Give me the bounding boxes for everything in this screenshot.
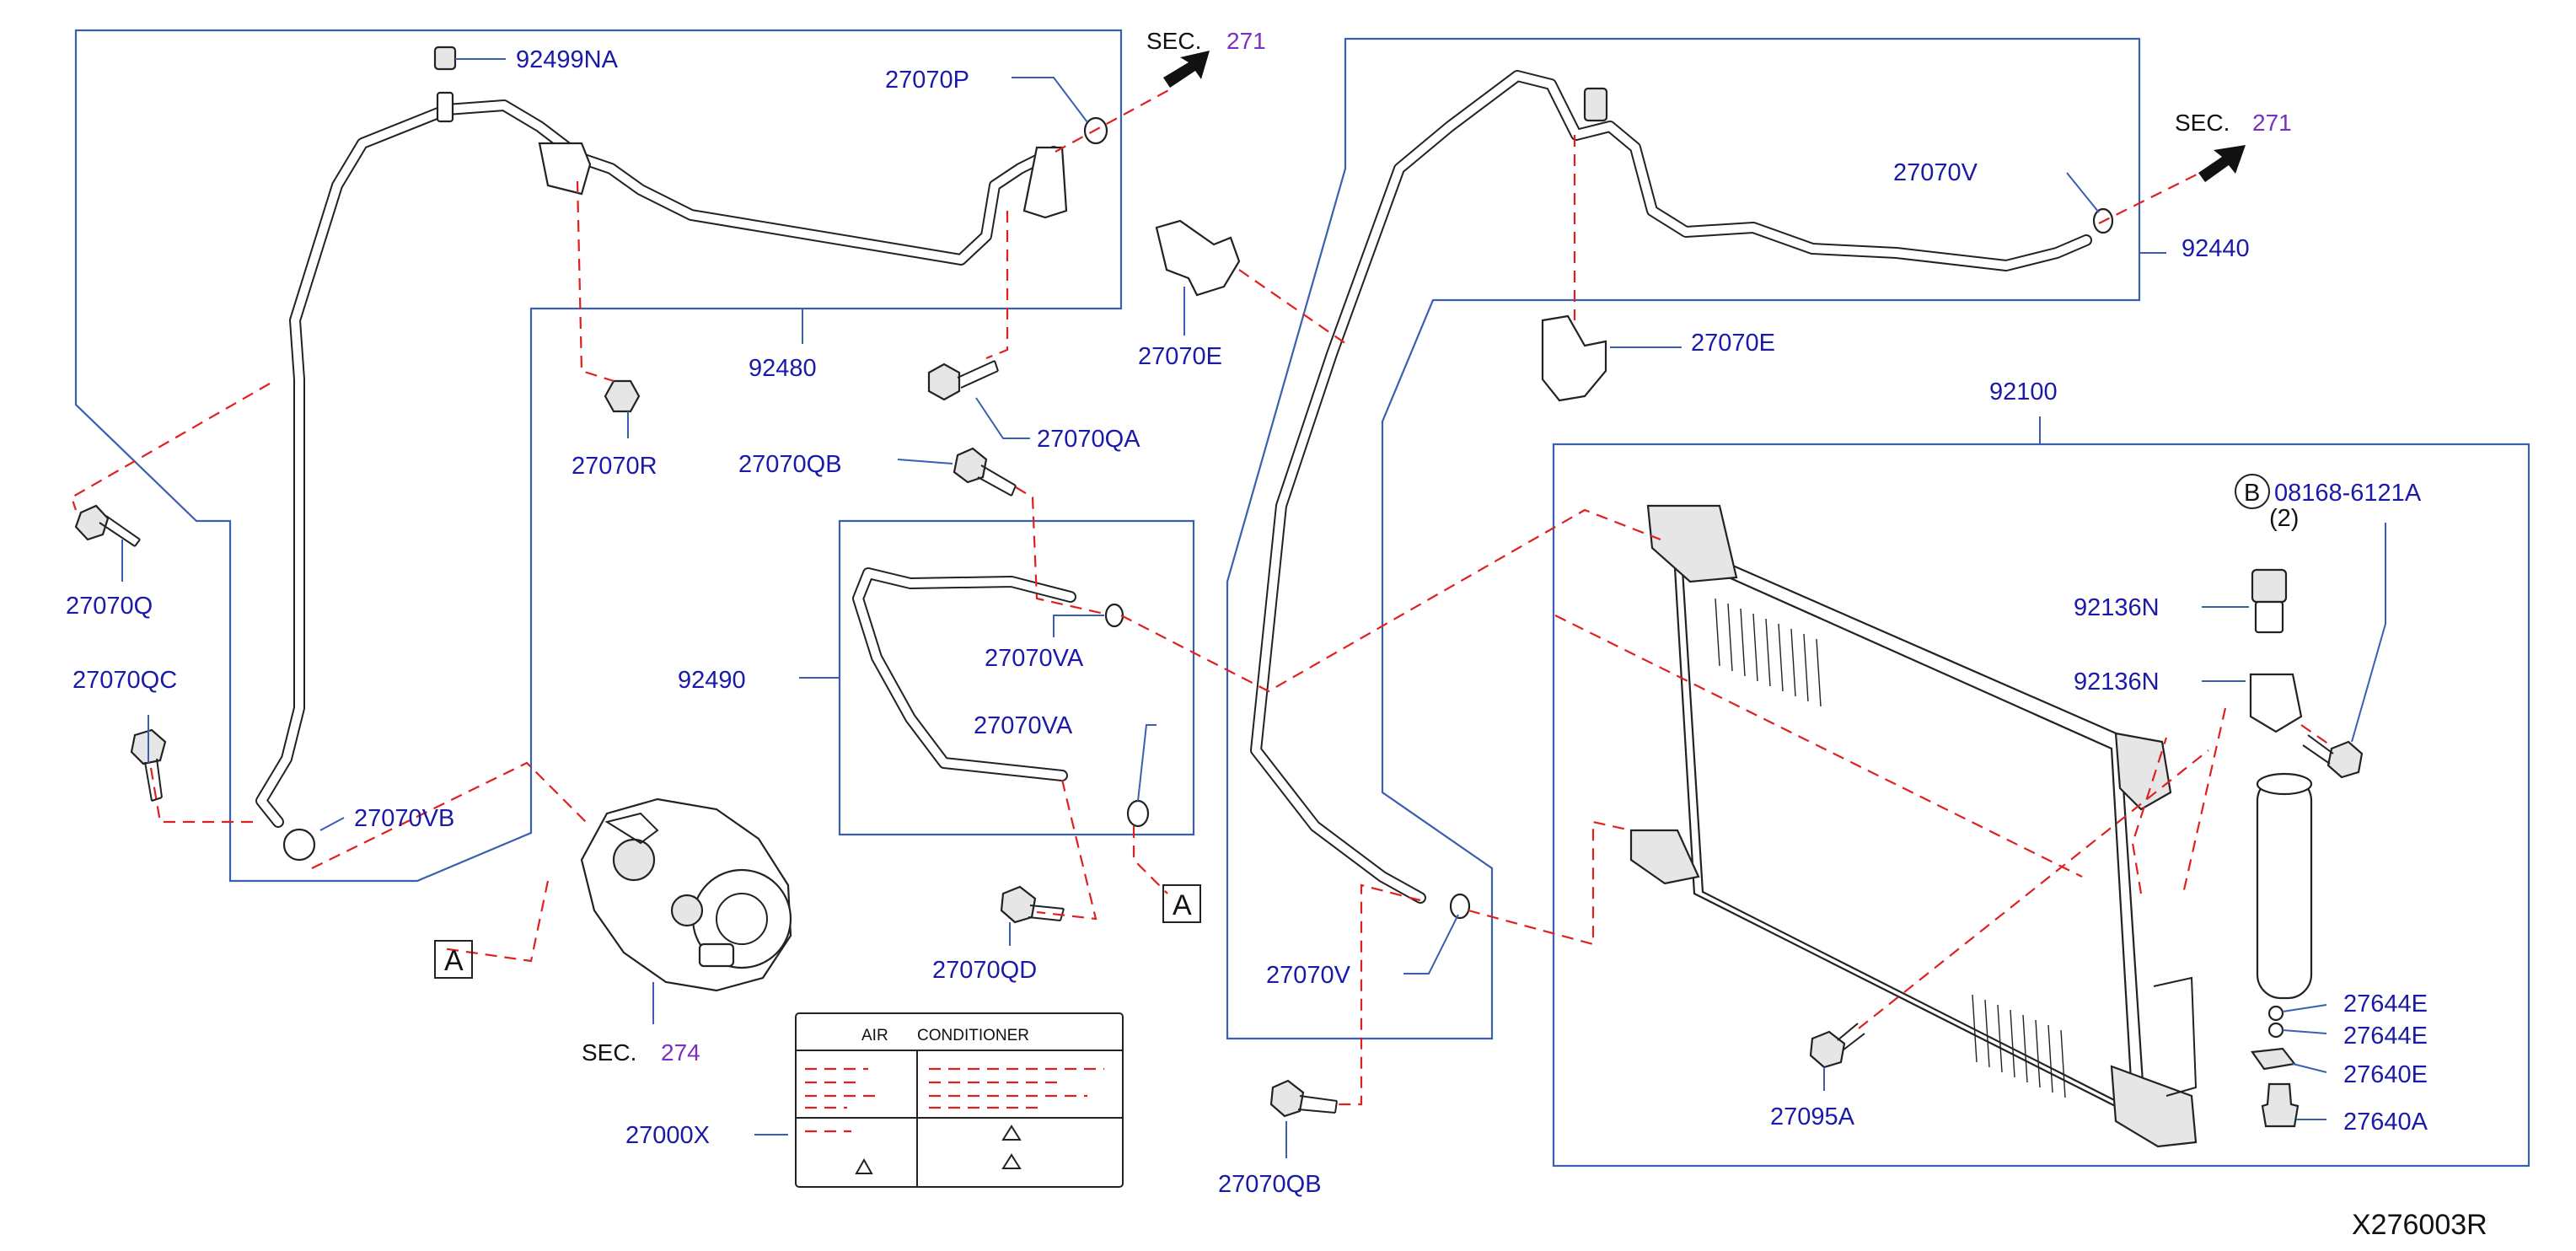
svg-text:271: 271: [2252, 110, 2292, 136]
svg-text:A: A: [1173, 889, 1192, 921]
callout-view-a-1: A: [434, 940, 473, 979]
box-92440: [1226, 37, 2141, 1040]
label-92440: 92440: [2182, 235, 2250, 262]
pipe-bracket-icon: [1022, 146, 1068, 219]
label-27000x: 27000X: [625, 1122, 710, 1149]
label-27640e: 27640E: [2343, 1061, 2428, 1088]
plug-27640a-icon: [2261, 1082, 2300, 1128]
label-27070v-right: 27070V: [1893, 159, 1978, 186]
pressure-sensor-92136n-icon: [2251, 568, 2288, 634]
label-27070va-2: 27070VA: [974, 712, 1073, 739]
condenser-fins: [1715, 598, 2066, 1098]
bolt-27070qd-icon: [1000, 885, 1065, 924]
label-27640a: 27640A: [2343, 1109, 2428, 1136]
label-27095a: 27095A: [1770, 1103, 1855, 1130]
assembly-boxes: [74, 29, 2530, 1168]
connection-lines: [70, 88, 2332, 1106]
diagram-id: X276003R: [2352, 1209, 2487, 1241]
bolt-27070qb-top-icon: [953, 447, 1017, 497]
svg-text:271: 271: [1226, 28, 1266, 54]
valve-92499na-icon: [436, 91, 454, 123]
label-92136n-2: 92136N: [2074, 668, 2160, 695]
svg-text:274: 274: [661, 1039, 700, 1066]
pipe-92480-vertical-inner: [257, 105, 451, 826]
pipe-92440-inner: [1252, 72, 2090, 902]
cap-92499na-icon: [433, 46, 457, 71]
label-27070p: 27070P: [885, 67, 969, 94]
oring-27070vb-icon: [282, 828, 316, 862]
label-27070v-lower: 27070V: [1266, 962, 1351, 989]
condenser-icon: [1629, 504, 2198, 1148]
clip-27070e-left-icon: [1155, 219, 1241, 297]
label-27644e-2: 27644E: [2343, 1023, 2428, 1050]
label-92490: 92490: [678, 667, 746, 694]
arrow-sec-271-right-icon: [2198, 145, 2246, 182]
label-08168-qty: (2): [2269, 505, 2299, 532]
label-27070e-right: 27070E: [1691, 330, 1775, 357]
ac-label-panel: AIR CONDITIONER: [795, 1012, 1124, 1188]
label-92480: 92480: [749, 355, 817, 382]
label-92100: 92100: [1989, 379, 2058, 405]
svg-text:SEC.: SEC.: [2175, 110, 2230, 136]
label-panel-title-left: AIR: [861, 1027, 888, 1044]
box-92480: [74, 29, 1123, 883]
label-92499na: 92499NA: [516, 46, 619, 73]
oring-27070v-lower-icon: [1449, 893, 1471, 920]
bolt-marker-b: B: [2235, 474, 2270, 509]
valve-92440-icon: [1583, 87, 1608, 122]
label-27070qb-bottom: 27070QB: [1218, 1171, 1322, 1198]
label-27644e-1: 27644E: [2343, 991, 2428, 1017]
compressor-icon: [580, 797, 792, 992]
nut-27070r-icon: [604, 379, 641, 413]
arrow-sec-271-left-icon: [1163, 51, 1210, 88]
label-27070q: 27070Q: [66, 593, 153, 620]
label-27070va-1: 27070VA: [985, 645, 1084, 672]
box-92100: [1552, 443, 2530, 1168]
sensor-bracket-92136n-icon: [2249, 673, 2303, 733]
clip-27070e-right-icon: [1541, 314, 1607, 402]
svg-text:SEC.: SEC.: [582, 1039, 636, 1066]
part-labels: 92499NA 27070P 92480 27070R 27070Q 27070…: [66, 46, 2428, 1198]
oring-27644e-2-icon: [2267, 1022, 2284, 1039]
oring-27644e-1-icon: [2267, 1005, 2284, 1022]
receiver-drier-icon: [2256, 772, 2313, 1000]
pipe-92490-inner: [854, 569, 1075, 780]
label-92136n-1: 92136N: [2074, 594, 2160, 621]
sec-ref-271-left: SEC. 271: [1146, 28, 1266, 54]
sec-ref-271-right: SEC. 271: [2175, 110, 2292, 136]
label-27070r: 27070R: [572, 453, 657, 480]
plug-27640e-icon: [2251, 1047, 2297, 1071]
svg-text:SEC.: SEC.: [1146, 28, 1201, 54]
pipes: [255, 70, 2092, 904]
label-27070e-left: 27070E: [1138, 343, 1222, 370]
box-92490: [838, 519, 1195, 836]
callout-view-a-2: A: [1162, 884, 1201, 923]
svg-text:B: B: [2244, 480, 2260, 507]
label-27070qa: 27070QA: [1037, 426, 1140, 453]
label-27070qd: 27070QD: [932, 957, 1037, 984]
oring-27070va-2-icon: [1126, 799, 1150, 828]
label-27070qb-top: 27070QB: [738, 451, 842, 478]
bolt-27070qb-bottom-icon: [1269, 1079, 1338, 1118]
leader-lines: [121, 58, 2386, 1158]
bolt-27070q-icon: [74, 504, 141, 547]
pipe-92480-upper-inner: [443, 101, 1058, 264]
pipe-clamp-icon: [538, 142, 592, 196]
sec-ref-274: SEC. 274: [582, 1039, 700, 1066]
label-27070qc: 27070QC: [72, 667, 177, 694]
pipe-92480-vertical: [255, 104, 453, 828]
bolt-08168-icon: [2302, 734, 2364, 779]
label-27070vb: 27070VB: [354, 805, 454, 832]
bolt-27070qa-icon: [927, 360, 999, 401]
oring-27070va-1-icon: [1104, 603, 1124, 628]
bolt-27095a-icon: [1809, 1023, 1865, 1069]
label-08168-6121a: 08168-6121A: [2274, 480, 2422, 507]
label-panel-title-right: CONDITIONER: [917, 1027, 1029, 1044]
svg-text:A: A: [444, 945, 464, 977]
